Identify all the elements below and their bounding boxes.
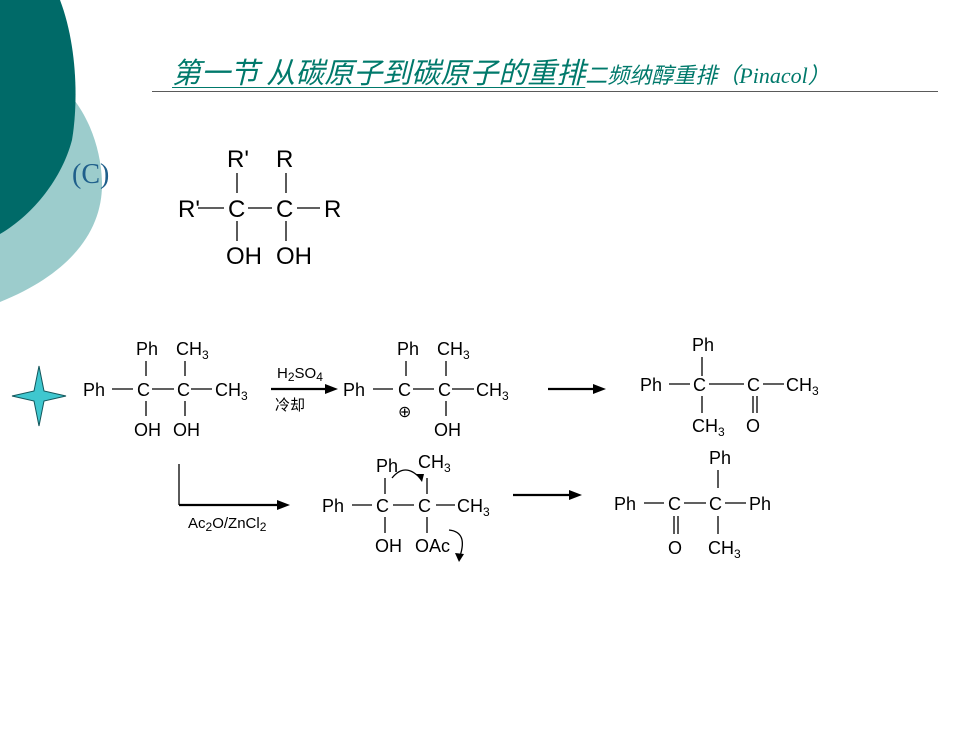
ketone-product-1: Ph Ph C C CH3 CH3 O — [640, 335, 819, 439]
curved-arrow-head — [455, 553, 464, 562]
ch3-label: CH3 — [786, 375, 819, 398]
oh-label: OH — [375, 536, 402, 556]
ch3-label: CH3 — [692, 416, 725, 439]
ph-label: Ph — [343, 380, 365, 400]
pinacol-reactant: Ph CH3 Ph C C CH3 OH OH — [83, 339, 248, 440]
ch3-label: CH3 — [418, 452, 451, 475]
ph-label: Ph — [322, 496, 344, 516]
carbon-2: C — [276, 196, 293, 223]
carbon-label: C — [438, 380, 451, 400]
title-underline-rule — [152, 91, 938, 92]
r-top: R — [276, 146, 293, 173]
oxygen-label: O — [746, 416, 760, 436]
arrow-head — [277, 500, 290, 510]
ch3-label: CH3 — [708, 538, 741, 561]
carbon-label: C — [418, 496, 431, 516]
oh-label: OH — [134, 420, 161, 440]
ch3-label: CH3 — [476, 380, 509, 403]
ph-label: Ph — [709, 448, 731, 468]
oh-label: OH — [434, 420, 461, 440]
ph-label: Ph — [614, 494, 636, 514]
r-prime-left: R' — [178, 196, 200, 223]
acid-reaction-arrow: H2SO4 冷却 — [271, 365, 338, 414]
ph-label: Ph — [749, 494, 771, 514]
four-point-star-bullet-icon — [11, 365, 67, 427]
carbocation-intermediate: Ph CH3 Ph C C CH3 ⊕ OH — [343, 339, 509, 440]
carbon-label: C — [376, 496, 389, 516]
ph-label: Ph — [692, 335, 714, 355]
curved-arrow-head — [416, 474, 424, 482]
title-sub: 二频纳醇重排（Pinacol） — [585, 63, 830, 88]
arrow-head — [569, 490, 582, 500]
general-pinacol-structure: R' R R' C C R OH OH — [178, 146, 341, 270]
ph-label: Ph — [83, 380, 105, 400]
ph-label: Ph — [640, 375, 662, 395]
oh-2: OH — [276, 243, 312, 270]
reaction-condition: 冷却 — [275, 397, 305, 414]
oh-1: OH — [226, 243, 262, 270]
oxygen-label: O — [668, 538, 682, 558]
ch3-label: CH3 — [437, 339, 470, 362]
carbon-label: C — [693, 375, 706, 395]
ch3-label: CH3 — [457, 496, 490, 519]
oac-label: OAc — [415, 536, 450, 556]
page-title: 第一节 从碳原子到碳原子的重排二频纳醇重排（Pinacol） — [172, 50, 830, 92]
carbon-label: C — [668, 494, 681, 514]
ch3-label: CH3 — [176, 339, 209, 362]
oh-label: OH — [173, 420, 200, 440]
carbon-label: C — [709, 494, 722, 514]
section-label: (C) — [72, 159, 110, 190]
carbon-label: C — [177, 380, 190, 400]
ph-label: Ph — [376, 456, 398, 476]
ketone-product-2: Ph Ph C C Ph O CH3 — [614, 448, 771, 561]
dark-teal-arc — [0, 0, 76, 234]
reagent-ac2o-zncl2: Ac2O/ZnCl2 — [188, 515, 267, 534]
carbon-label: C — [398, 380, 411, 400]
ph-label: Ph — [397, 339, 419, 359]
acetate-intermediate: Ph CH3 Ph C C CH3 OH OAc — [322, 452, 490, 562]
acetylation-reaction-arrow: Ac2O/ZnCl2 — [178, 464, 290, 534]
ph-label: Ph — [136, 339, 158, 359]
arrow-head — [325, 384, 338, 394]
reagent-h2so4: H2SO4 — [277, 365, 323, 384]
title-main: 第一节 从碳原子到碳原子的重排 — [172, 58, 586, 90]
carbon-label: C — [137, 380, 150, 400]
arrow-head — [593, 384, 606, 394]
r-right: R — [324, 196, 341, 223]
curved-arrow-icon — [448, 529, 463, 557]
carbon-label: C — [747, 375, 760, 395]
carbon-1: C — [228, 196, 245, 223]
carbocation-charge: ⊕ — [398, 404, 411, 421]
ch3-label: CH3 — [215, 380, 248, 403]
r-prime-top: R' — [227, 146, 249, 173]
